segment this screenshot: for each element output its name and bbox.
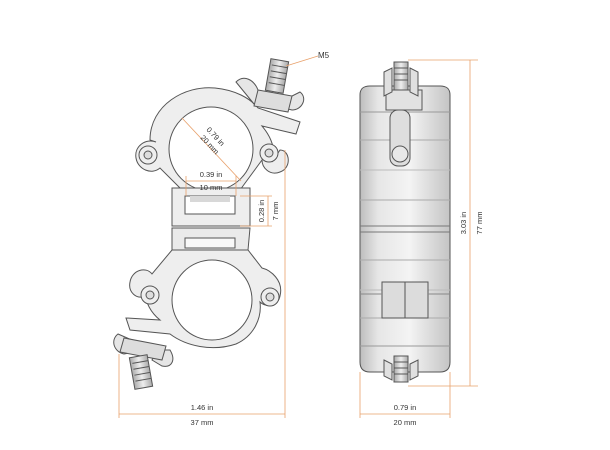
overall-width-in-label: 1.46 in — [191, 403, 214, 412]
bottom-tube-opening — [171, 259, 253, 341]
overall-height-in-label: 3.03 in — [459, 212, 468, 235]
top-bolt — [264, 58, 290, 94]
bottom-right-pin — [265, 292, 275, 302]
side-width-mm-label: 20 mm — [394, 418, 417, 427]
top-right-pin — [264, 148, 274, 158]
m5-leader — [285, 55, 319, 67]
side-bottom-bolt — [383, 355, 419, 383]
bolt-label: M5 — [318, 51, 330, 60]
top-left-pin — [143, 150, 153, 160]
side-dimensions — [359, 59, 478, 418]
top-wing-nut — [235, 77, 305, 113]
front-view — [113, 58, 305, 390]
overall-width-mm-label: 37 mm — [191, 418, 214, 427]
tube-diameter-line — [181, 117, 242, 182]
side-width-in-label: 0.79 in — [394, 403, 417, 412]
side-top-bolt — [383, 61, 419, 97]
side-labels: 0.79 in 20 mm 3.03 in 77 mm — [394, 212, 484, 427]
side-view — [359, 61, 451, 383]
front-dimensions — [118, 55, 319, 418]
gap-height-mm-label: 7 mm — [271, 202, 280, 221]
gap-width-mm-label: 10 mm — [200, 183, 223, 192]
bottom-left-pin — [145, 290, 155, 300]
gap-height-in-label: 0.28 in — [257, 200, 266, 223]
bottom-wing-nut — [113, 333, 174, 367]
overall-height-mm-label: 77 mm — [475, 212, 484, 235]
bottom-bolt — [128, 354, 154, 390]
gap-width-in-label: 0.39 in — [200, 170, 223, 179]
